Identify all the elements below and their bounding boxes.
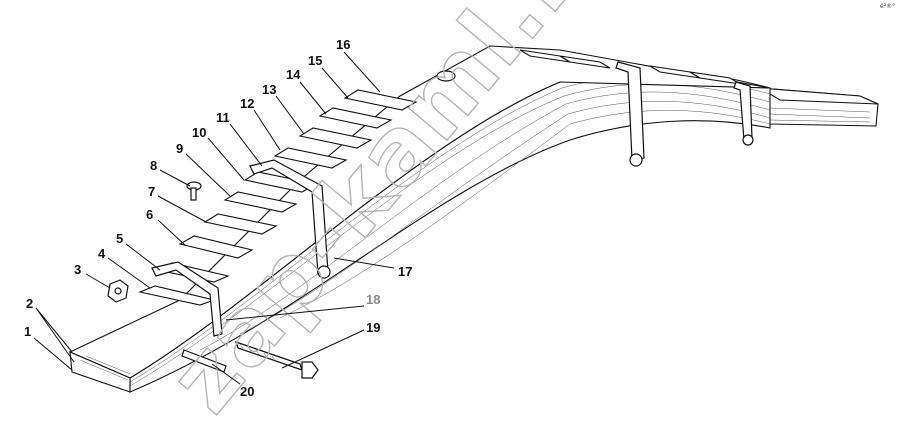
hex-nut (107, 279, 129, 303)
clamp-rear-2-nut (742, 134, 754, 146)
callout-7: 7 (148, 184, 155, 199)
callout-18: 18 (366, 292, 380, 307)
callout-6: 6 (146, 207, 153, 222)
clamp-front (151, 261, 223, 337)
clamp-middle (249, 159, 331, 279)
rear-stepped-leaf-ends (519, 49, 741, 85)
callout-9: 9 (176, 141, 183, 156)
callout-11: 11 (216, 110, 230, 125)
callout-3: 3 (74, 262, 81, 277)
callout-12: 12 (240, 96, 254, 111)
small-bolt (186, 181, 202, 201)
callout-13: 13 (262, 82, 276, 97)
callout-10: 10 (192, 125, 206, 140)
long-bolt (235, 341, 319, 379)
callout-16: 16 (336, 37, 350, 52)
rear-leaf-end-top (759, 87, 879, 105)
callout-14: 14 (286, 67, 301, 82)
callout-17: 17 (398, 264, 412, 279)
callout-19: 19 (366, 320, 380, 335)
stepped-leaf-ends (69, 89, 418, 393)
callout-5: 5 (116, 231, 123, 246)
corner-mark: é²®° (880, 3, 895, 10)
callout-8: 8 (150, 158, 157, 173)
clamp-rear-1 (615, 61, 645, 167)
callout-4: 4 (98, 246, 106, 261)
callout-15: 15 (308, 53, 322, 68)
callout-20: 20 (240, 384, 254, 399)
clamp-rear-1-nut (629, 153, 643, 167)
leader-lines (33, 51, 395, 385)
center-bolt-head (436, 70, 456, 82)
clamp-middle-nut (317, 265, 331, 279)
callout-2: 2 (26, 296, 33, 311)
clamp-rear-2 (733, 81, 754, 146)
callout-1: 1 (24, 324, 31, 339)
callout-numbers: 1 2 3 4 5 6 7 8 9 10 11 12 13 14 15 16 1… (24, 37, 412, 399)
rear-leaf-stack (754, 87, 879, 127)
